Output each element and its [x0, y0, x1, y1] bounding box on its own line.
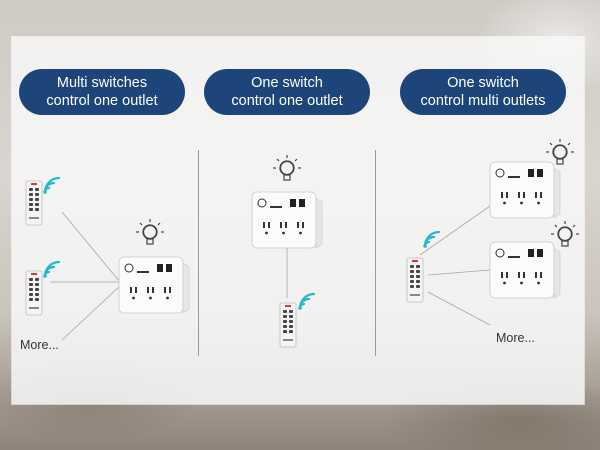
section-divider	[198, 150, 199, 356]
more-label: More...	[20, 338, 59, 352]
remote-control-icon	[279, 302, 297, 348]
light-bulb-icon	[545, 138, 575, 165]
section-divider	[375, 150, 376, 356]
more-label: More...	[496, 331, 535, 345]
header-line1: Multi switches	[56, 75, 148, 91]
wireless-signal-icon	[297, 292, 316, 311]
header-multi-switches-one-outlet: Multi switches control one outlet	[19, 69, 185, 115]
outlet-adapter-icon	[251, 191, 323, 249]
section1-connection-lines	[50, 211, 121, 341]
header-one-switch-one-outlet: One switch control one outlet	[204, 69, 370, 115]
header-line1: One switch	[251, 75, 323, 91]
outlet-adapter-icon	[489, 241, 561, 299]
outlet-adapter-icon	[118, 256, 190, 314]
light-bulb-icon	[550, 220, 580, 247]
wireless-signal-icon	[422, 230, 441, 249]
header-line2: control one outlet	[231, 93, 343, 109]
remote-control-icon	[25, 180, 43, 226]
remote-control-icon	[25, 270, 43, 316]
header-line1: One switch	[447, 75, 519, 91]
header-line2: control one outlet	[46, 93, 158, 109]
section3-connection-lines	[419, 205, 491, 326]
wireless-signal-icon	[42, 260, 61, 279]
light-bulb-icon	[135, 218, 165, 245]
header-line2: control multi outlets	[420, 93, 546, 109]
remote-control-icon	[406, 257, 424, 303]
header-one-switch-multi-outlets: One switch control multi outlets	[400, 69, 566, 115]
light-bulb-icon	[272, 154, 302, 181]
wireless-signal-icon	[42, 176, 61, 195]
outlet-adapter-icon	[489, 161, 561, 219]
